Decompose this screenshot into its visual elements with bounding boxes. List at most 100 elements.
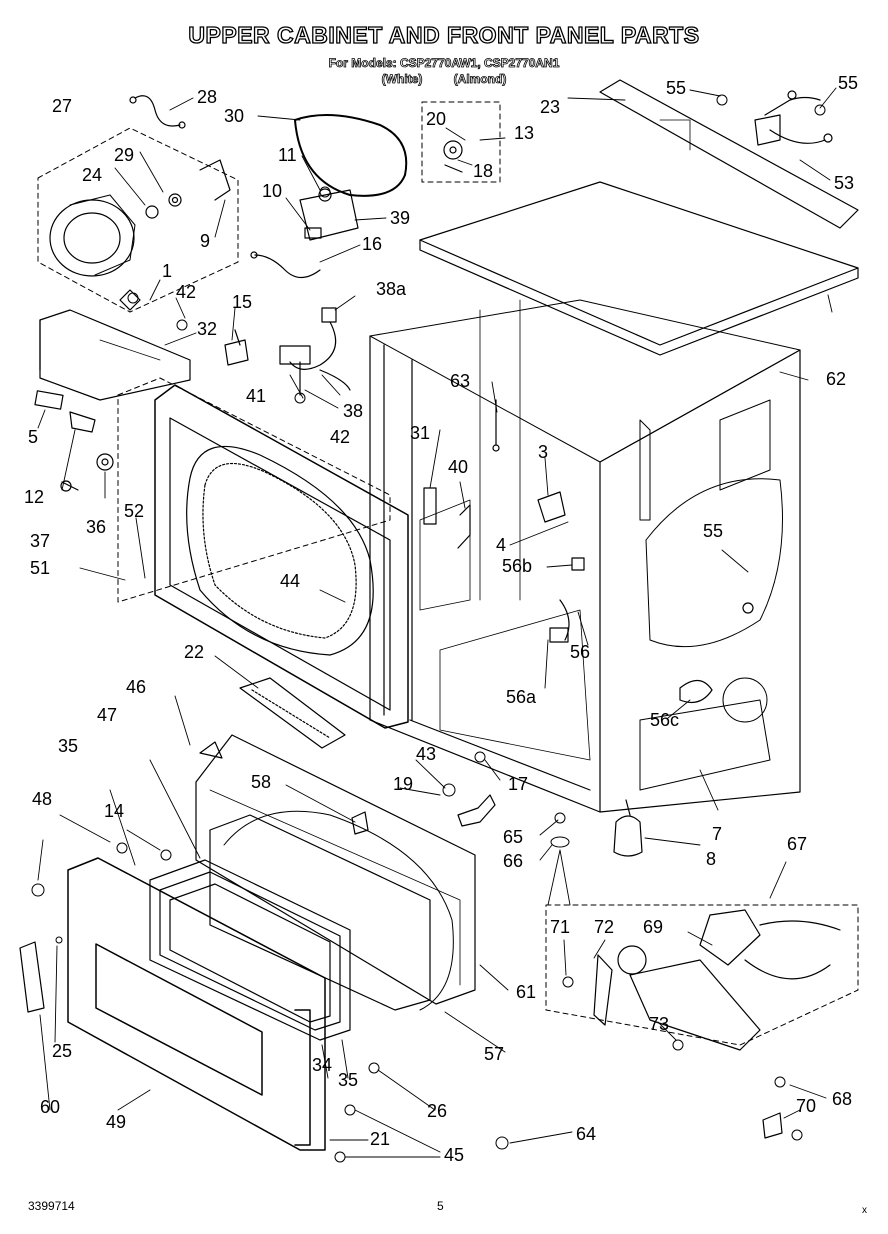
- callout-9: 9: [200, 231, 211, 251]
- motor: [49, 159, 231, 277]
- callout-63: 63: [450, 371, 471, 391]
- callout-24: 24: [82, 165, 103, 185]
- group-box-motor: [37, 127, 239, 313]
- callout-41: 41: [246, 386, 267, 406]
- top-panel: [419, 181, 859, 356]
- page-number: 5: [437, 1199, 444, 1213]
- callout-25: 25: [52, 1041, 73, 1061]
- page-title: UPPER CABINET AND FRONT PANEL PARTS: [188, 21, 700, 48]
- callout-27: 27: [52, 96, 73, 116]
- callout-65: 65: [503, 827, 524, 847]
- callout-34: 34: [312, 1055, 333, 1075]
- callout-48: 48: [32, 789, 53, 809]
- callout-57: 57: [484, 1044, 505, 1064]
- callout-16: 16: [362, 234, 383, 254]
- door-liners: [149, 814, 431, 1041]
- callout-7: 7: [712, 824, 723, 844]
- callout-66: 66: [503, 851, 524, 871]
- harness-38: [279, 307, 351, 396]
- group-box-switch: [421, 101, 501, 183]
- callout-71: 71: [550, 917, 571, 937]
- models-line: For Models: CSP2770AW1, CSP2770AN1: [328, 56, 560, 71]
- callout-38: 38: [343, 401, 364, 421]
- door-inner-panel: [195, 734, 476, 1011]
- callout-70: 70: [796, 1096, 817, 1116]
- latch-15: [224, 329, 249, 366]
- wire-28: [129, 95, 186, 129]
- callout-47: 47: [97, 705, 118, 725]
- callout-55-cabinet: 55: [703, 521, 724, 541]
- cabinet-small-parts: [423, 399, 754, 703]
- variants-line: (White) (Almond): [0, 72, 888, 87]
- callout-42-lower: 42: [330, 427, 351, 447]
- variant-white: (White): [381, 72, 423, 87]
- callout-62: 62: [826, 369, 847, 389]
- clips: [199, 741, 369, 835]
- callout-17: 17: [508, 774, 529, 794]
- callout-43: 43: [416, 744, 437, 764]
- callout-51: 51: [30, 558, 51, 578]
- group-box-door-switch: [545, 904, 859, 1046]
- callout-32: 32: [197, 319, 218, 339]
- leader-lines: [37, 87, 837, 1158]
- callout-1: 1: [162, 261, 173, 281]
- callout-56b: 56b: [502, 556, 533, 576]
- callout-10: 10: [262, 181, 283, 201]
- callout-23: 23: [540, 97, 561, 117]
- callout-58: 58: [251, 772, 272, 792]
- callout-44: 44: [280, 571, 301, 591]
- callout-42-upper: 42: [176, 282, 197, 302]
- callout-69: 69: [643, 917, 664, 937]
- callout-26: 26: [427, 1101, 448, 1121]
- callout-56a: 56a: [506, 687, 537, 707]
- group-box-door-assy: [117, 377, 391, 603]
- callout-55-top-left: 55: [666, 78, 687, 98]
- callout-46: 46: [126, 677, 147, 697]
- screws: [31, 94, 826, 1163]
- callout-67: 67: [787, 834, 808, 854]
- callout-72: 72: [594, 917, 615, 937]
- wire-53: [754, 90, 833, 146]
- leveling-leg: [613, 799, 643, 857]
- callout-52: 52: [124, 501, 145, 521]
- callout-5: 5: [28, 427, 39, 447]
- callout-12: 12: [24, 487, 45, 507]
- callout-39: 39: [390, 208, 411, 228]
- callout-3: 3: [538, 442, 549, 462]
- callout-37: 37: [30, 531, 51, 551]
- bracket-19: [457, 794, 496, 827]
- support-bar: [599, 79, 859, 229]
- callout-29: 29: [114, 145, 135, 165]
- callout-49: 49: [106, 1112, 127, 1132]
- vent-22: [239, 677, 346, 749]
- callout-28: 28: [197, 87, 218, 107]
- callout-19: 19: [393, 774, 414, 794]
- door-handle: [19, 941, 45, 1013]
- callout-31: 31: [410, 423, 431, 443]
- callout-11: 11: [278, 145, 297, 165]
- callout-18: 18: [473, 161, 494, 181]
- corner-mark: x: [862, 1205, 867, 1216]
- callout-55-top-right: 55: [838, 73, 859, 93]
- callout-4: 4: [496, 535, 507, 555]
- outer-door: [67, 857, 326, 1151]
- callout-30: 30: [224, 106, 245, 126]
- callout-40: 40: [448, 457, 469, 477]
- callout-61: 61: [516, 982, 537, 1002]
- callout-73: 73: [649, 1014, 670, 1034]
- part-18-20: [443, 140, 463, 173]
- callout-45: 45: [444, 1145, 465, 1165]
- doc-number: 3399714: [28, 1199, 75, 1213]
- callout-35-lower: 35: [338, 1070, 359, 1090]
- small-parts-left: [34, 390, 114, 492]
- callout-64: 64: [576, 1124, 597, 1144]
- callout-56: 56: [570, 642, 591, 662]
- callout-35-upper: 35: [58, 736, 79, 756]
- base-plate: [39, 289, 191, 401]
- callout-8: 8: [706, 849, 717, 869]
- cabinet-body: [369, 299, 801, 813]
- front-panel: [154, 384, 409, 729]
- callout-36: 36: [86, 517, 107, 537]
- bracket-39: [299, 188, 359, 241]
